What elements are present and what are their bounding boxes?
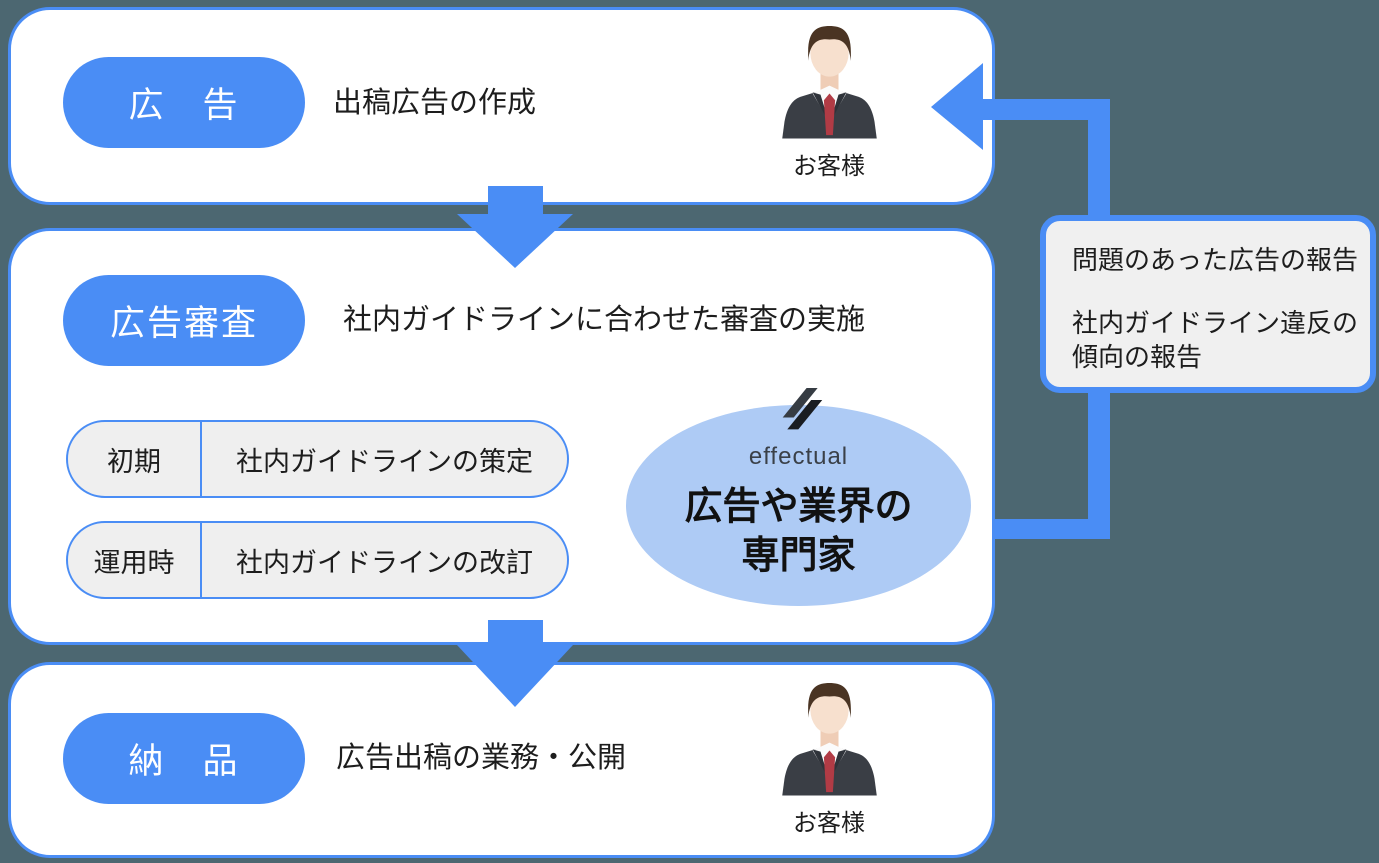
customer-label: お客様	[793, 153, 865, 180]
guideline-action-initial: 社内ガイドラインの策定	[236, 446, 533, 477]
expert-bubble-ellipse	[626, 405, 971, 606]
guideline-action-operation: 社内ガイドラインの改訂	[236, 547, 533, 578]
expert-title-line1: 広告や業界の	[684, 486, 913, 528]
guideline-phase-initial: 初期	[68, 422, 202, 496]
step-desc-delivery: 広告出稿の業務・公開	[336, 742, 627, 774]
guideline-row-operation: 運用時 社内ガイドラインの改訂	[66, 521, 569, 599]
feedback-arrow-head	[931, 63, 983, 150]
step-pill-delivery: 納 品	[63, 713, 305, 804]
guideline-row-initial: 初期 社内ガイドラインの策定	[66, 420, 569, 498]
feedback-note-line2: 社内ガイドライン違反の	[1072, 308, 1359, 338]
customer-figure: お客様	[749, 19, 909, 181]
customer-avatar-icon	[781, 683, 877, 796]
customer-figure: お客様	[749, 676, 909, 838]
step-desc-review: 社内ガイドラインに合わせた審査の実施	[343, 304, 866, 336]
feedback-note: 問題のあった広告の報告 社内ガイドライン違反の 傾向の報告	[1040, 215, 1376, 393]
flow-arrow-down-1-head	[457, 214, 573, 268]
customer-label: お客様	[793, 810, 865, 837]
expert-title-line2: 専門家	[741, 535, 856, 577]
flow-arrow-down-2	[488, 620, 543, 647]
feedback-arrow-bottom-shaft	[993, 519, 1110, 539]
step-desc-ad: 出稿広告の作成	[333, 87, 537, 119]
step-box-ad: 広 告 出稿広告の作成 お客様	[8, 7, 995, 205]
flow-arrow-down-1	[488, 186, 543, 216]
step-box-review: 広告審査 社内ガイドラインに合わせた審査の実施 初期 社内ガイドラインの策定 運…	[8, 228, 995, 645]
effectual-wordmark: effectual	[748, 443, 849, 470]
step-pill-review: 広告審査	[63, 275, 305, 366]
guideline-phase-operation: 運用時	[68, 523, 202, 597]
flow-arrow-down-2-head	[457, 645, 573, 707]
feedback-arrow-top-shaft	[983, 99, 1090, 120]
expert-bubble: effectual 広告や業界の 専門家	[626, 387, 971, 617]
effectual-logo-icon	[782, 388, 823, 430]
feedback-note-line3: 傾向の報告	[1072, 342, 1203, 372]
customer-avatar-icon	[781, 26, 877, 139]
step-box-delivery: 納 品 広告出稿の業務・公開 お客様	[8, 662, 995, 858]
feedback-note-line1: 問題のあった広告の報告	[1072, 245, 1359, 275]
expert-title: 広告や業界の 専門家	[626, 483, 971, 581]
step-pill-ad: 広 告	[63, 57, 305, 148]
feedback-note-gap	[1072, 277, 1360, 306]
